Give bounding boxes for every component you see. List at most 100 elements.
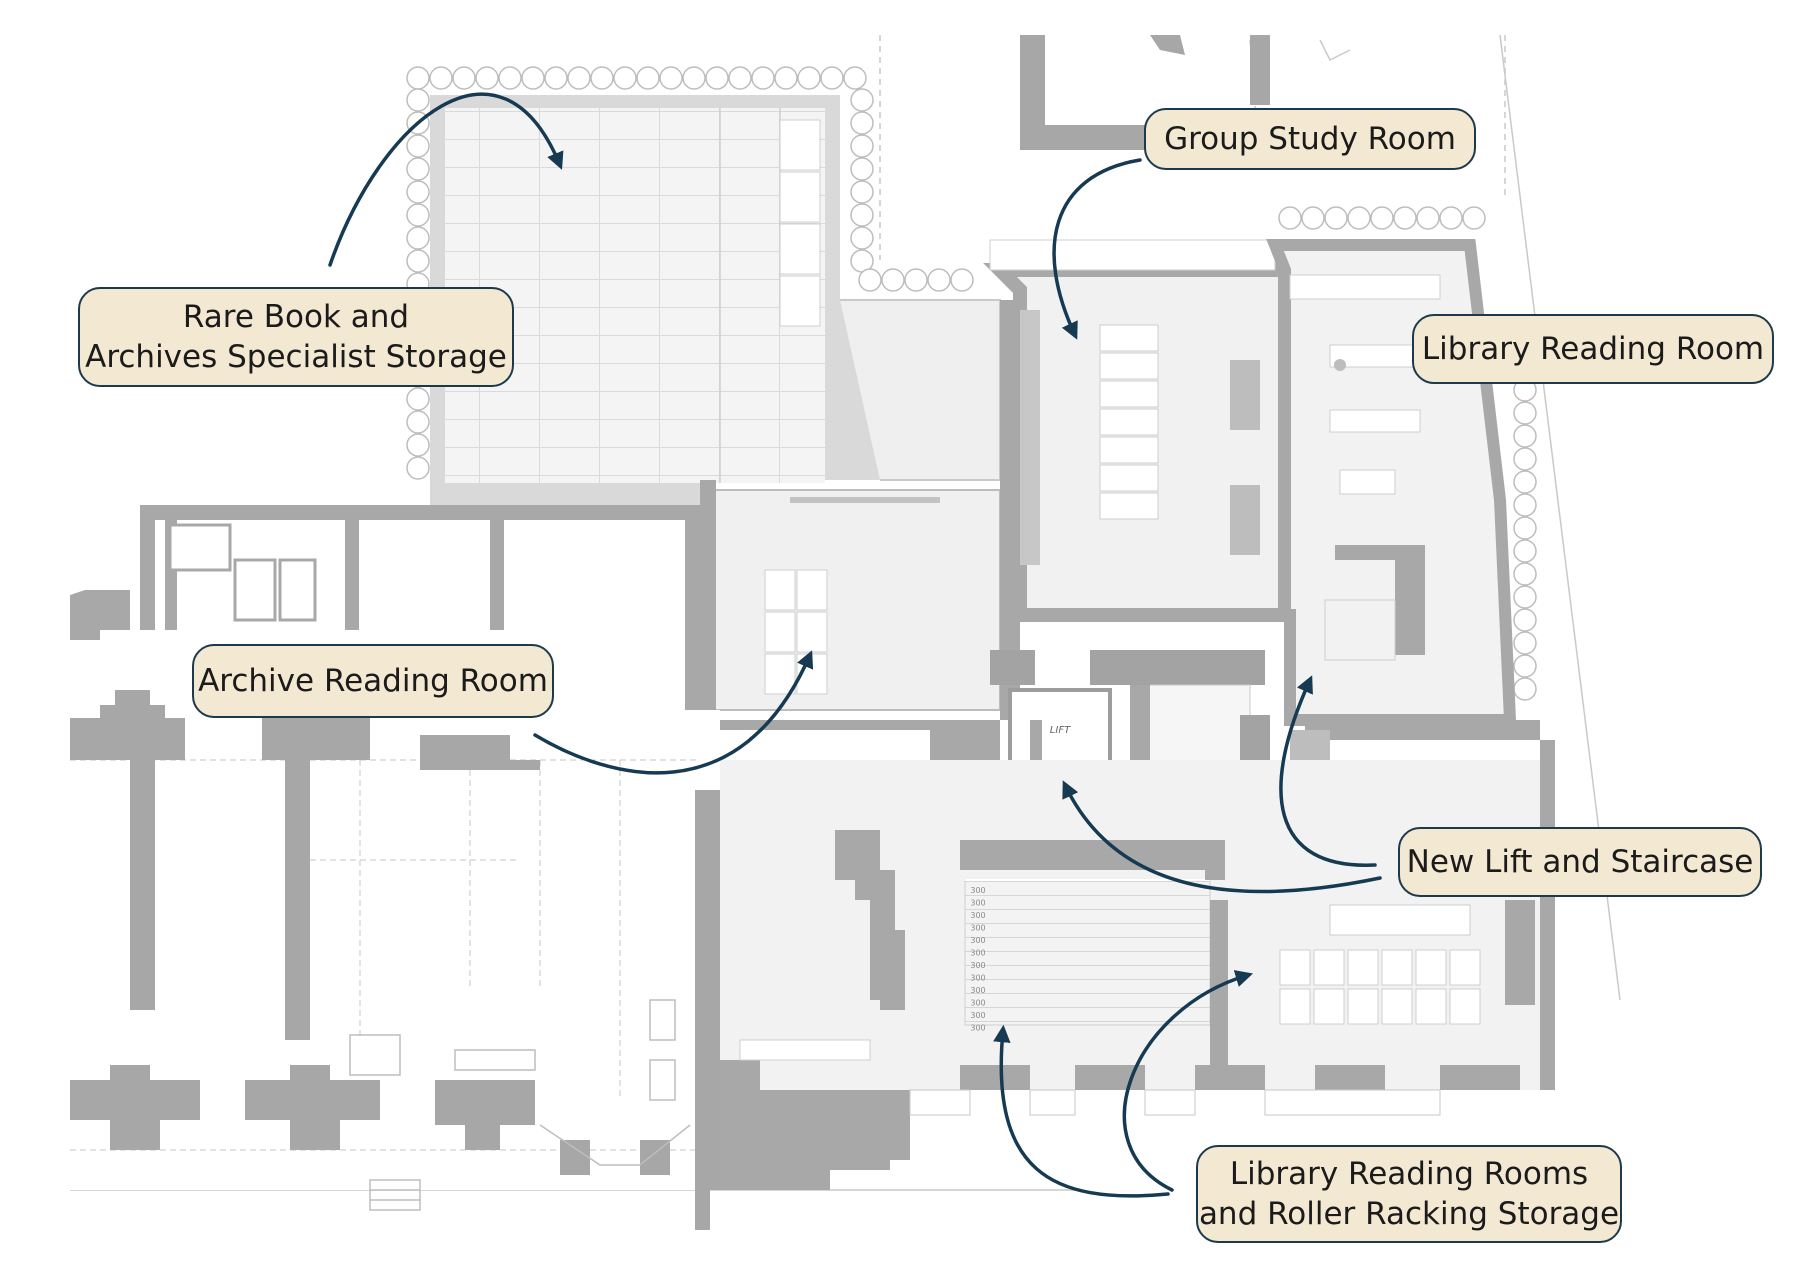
- label-archive-reading-text: Archive Reading Room: [198, 663, 548, 699]
- hedge-circle: [1513, 470, 1537, 494]
- hedge-circle: [498, 66, 522, 90]
- hedge-circle: [1324, 206, 1348, 230]
- hedge-circle: [659, 66, 683, 90]
- rack-number: 300: [970, 986, 985, 995]
- rack-number: 300: [970, 936, 985, 945]
- rack-number: 300: [970, 899, 985, 908]
- hedge-circle: [820, 66, 844, 90]
- hedge-circle: [950, 268, 974, 292]
- hedge-circle: [843, 66, 867, 90]
- hedge-circle: [1513, 493, 1537, 517]
- arrow-racking-left: [993, 1024, 1170, 1198]
- hedge-circle: [1513, 516, 1537, 540]
- hedge-circle: [850, 111, 874, 135]
- hedge-circle: [406, 387, 430, 411]
- callout-arrows: [328, 92, 1382, 1198]
- context-wall: [1020, 35, 1145, 150]
- hedge-circle: [1513, 677, 1537, 701]
- label-rare-book-storage: Rare Book and Archives Specialist Storag…: [78, 287, 514, 387]
- hedge-circle: [1513, 654, 1537, 678]
- label-new-lift-staircase: New Lift and Staircase: [1398, 827, 1762, 897]
- hedge-circle: [850, 88, 874, 112]
- hedge-circle: [406, 226, 430, 250]
- hedge-circle: [544, 66, 568, 90]
- rack-number: 300: [970, 911, 985, 920]
- arrow-archive-reading: [533, 650, 814, 775]
- hedge-circle: [1301, 206, 1325, 230]
- hedge-circle: [904, 268, 928, 292]
- rack-number: 300: [970, 1011, 985, 1020]
- hedge-circle: [1462, 206, 1486, 230]
- hedge-circle: [797, 66, 821, 90]
- hedge-circle: [567, 66, 591, 90]
- label-group-study-room: Group Study Room: [1144, 108, 1476, 170]
- rack-number: 300: [970, 924, 985, 933]
- hedge-circle: [1393, 206, 1417, 230]
- hedge-circle: [850, 180, 874, 204]
- label-library-reading-room: Library Reading Room: [1412, 314, 1774, 384]
- hedge-circle: [858, 268, 882, 292]
- hedge-circle: [406, 66, 430, 90]
- rack-number: 300: [970, 949, 985, 958]
- hedge-circle: [475, 66, 499, 90]
- label-reading-rooms-racking: Library Reading Rooms and Roller Racking…: [1196, 1145, 1622, 1243]
- hedge-circle: [682, 66, 706, 90]
- hedge-circle: [1370, 206, 1394, 230]
- hedge-circle: [1513, 585, 1537, 609]
- hedge-circle: [1513, 608, 1537, 632]
- hedge-circle: [774, 66, 798, 90]
- lift-text: LIFT: [1050, 725, 1071, 736]
- arrow-stair: [1279, 675, 1377, 867]
- group-study-room: [983, 239, 1292, 622]
- label-archive-reading-room: Archive Reading Room: [192, 644, 554, 718]
- hedge-circle: [406, 180, 430, 204]
- hedge-circle: [406, 456, 430, 480]
- hedge-circle: [406, 410, 430, 434]
- hedge-circle: [927, 268, 951, 292]
- hedge-circle: [1513, 562, 1537, 586]
- hedge-circle: [705, 66, 729, 90]
- hedge-circle: [406, 88, 430, 112]
- label-library-reading-text: Library Reading Room: [1421, 331, 1765, 367]
- rack-number: 300: [970, 961, 985, 970]
- label-racking-line1: Library Reading Rooms: [1229, 1156, 1589, 1192]
- arrow-racking-right: [1122, 970, 1254, 1192]
- hedge-circle: [1513, 424, 1537, 448]
- hedge-circle: [406, 249, 430, 273]
- hedge-circle: [1347, 206, 1371, 230]
- hedge-circle: [636, 66, 660, 90]
- hedge-circle: [521, 66, 545, 90]
- hedge-circle: [1513, 631, 1537, 655]
- hedge-circle: [850, 226, 874, 250]
- arrow-group-study: [1052, 158, 1142, 340]
- hedge-circle: [406, 157, 430, 181]
- label-lift-stair-text: New Lift and Staircase: [1406, 844, 1754, 880]
- hedge-circle: [1513, 539, 1537, 563]
- label-racking-line2: and Roller Racking Storage: [1198, 1196, 1620, 1232]
- hedge-circle: [850, 203, 874, 227]
- arrow-rare-book: [328, 92, 564, 267]
- hedge-circle: [1439, 206, 1463, 230]
- walls: [70, 505, 1540, 800]
- rack-number: 300: [970, 1024, 985, 1033]
- hedge-circle: [850, 157, 874, 181]
- hedge-circle: [452, 66, 476, 90]
- hedge-circle: [1513, 447, 1537, 471]
- hedge-circle: [728, 66, 752, 90]
- hedge-circle: [406, 203, 430, 227]
- hedge-circle: [850, 134, 874, 158]
- hedge-circle: [881, 268, 905, 292]
- hedge-circle: [406, 433, 430, 457]
- label-rare-book-line2: Archives Specialist Storage: [85, 339, 507, 375]
- hedge-circle: [429, 66, 453, 90]
- arrow-lift: [1062, 780, 1382, 894]
- hedge-circle: [406, 134, 430, 158]
- hedge-circle: [613, 66, 637, 90]
- context-wall: [1150, 35, 1185, 55]
- rack-number: 300: [970, 974, 985, 983]
- hedge-circle: [1278, 206, 1302, 230]
- hedge-circle: [590, 66, 614, 90]
- rare-book-storage-wing: [430, 95, 1001, 505]
